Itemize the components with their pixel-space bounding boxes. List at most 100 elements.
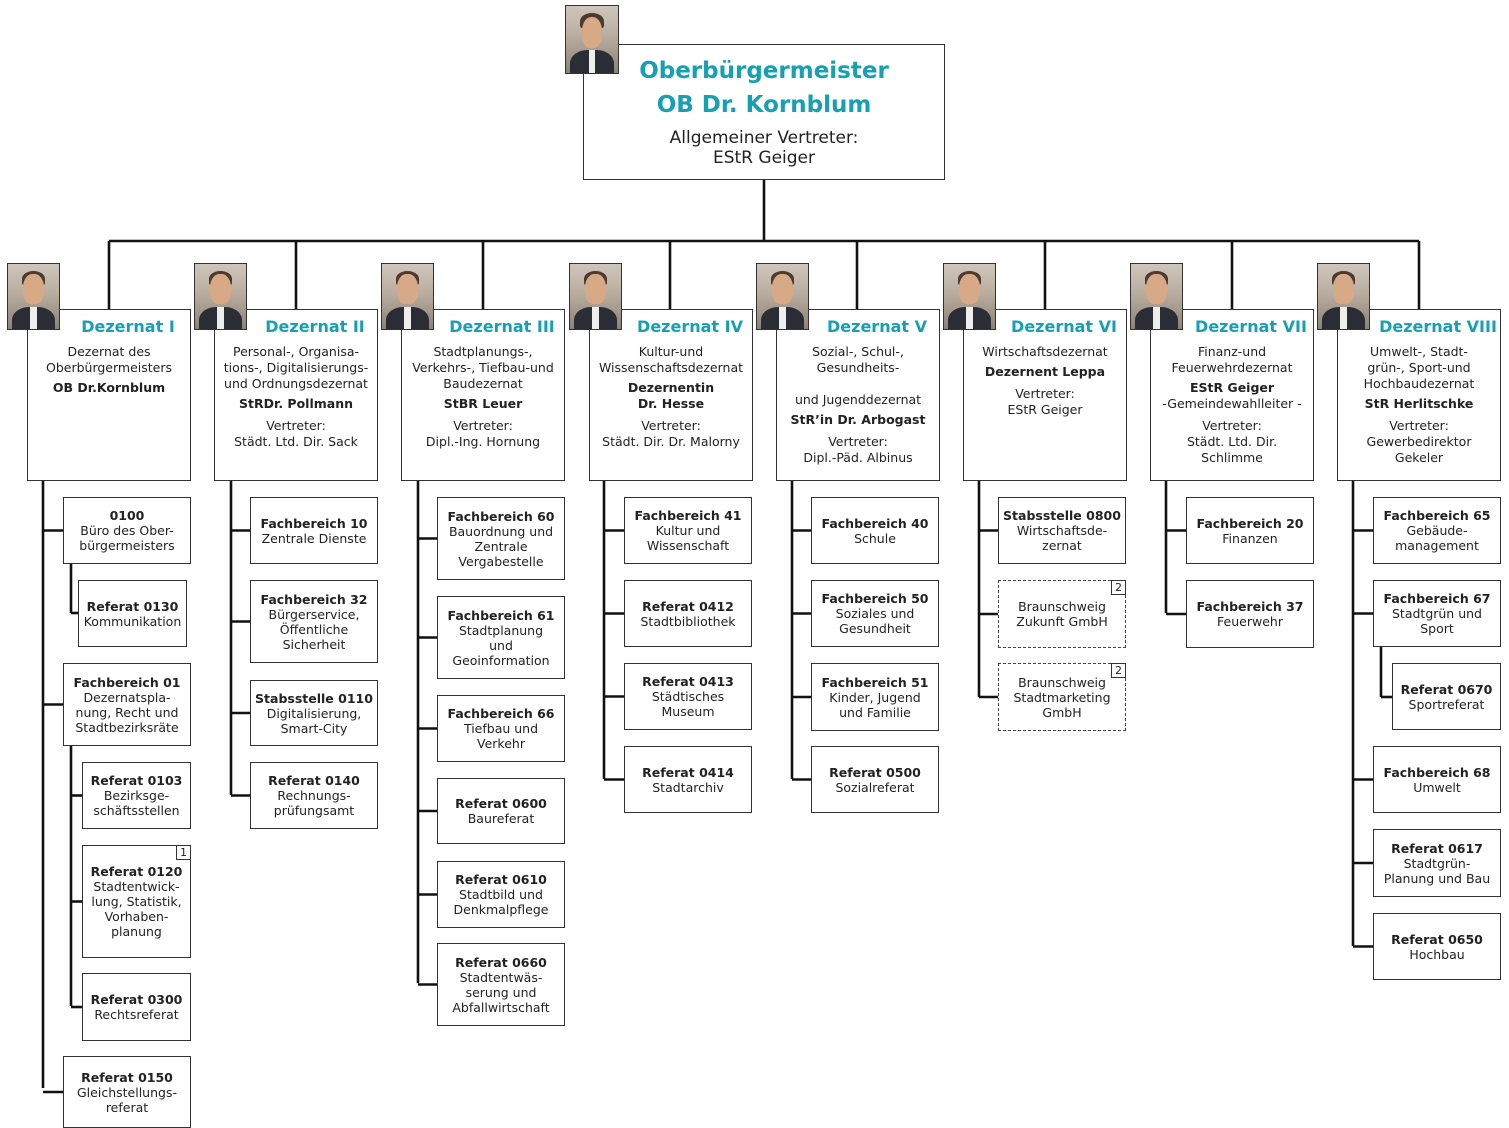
dezernat-deputy: Vertreter: EStR Geiger	[1007, 386, 1083, 417]
dezernat-body: Umwelt-, Stadt- grün-, Sport-und Hochbau…	[1341, 344, 1497, 466]
unit-description: Hochbau	[1409, 946, 1465, 962]
portrait-shirt	[404, 306, 411, 329]
unit-title: Fachbereich 60	[447, 508, 555, 524]
unit-title: Referat 0120	[90, 864, 183, 879]
dezernat-title: Dezernat VIII	[1379, 317, 1497, 336]
unit-title: Referat 0670	[1400, 681, 1493, 697]
mayor-name: OB Dr. Kornblum	[656, 92, 872, 118]
unit-description: Kinder, Jugend und Familie	[829, 689, 921, 720]
unit-title: Fachbereich 66	[447, 706, 555, 721]
unit-description: Gleichstellungs- referat	[77, 1084, 177, 1115]
footnote-badge: 2	[1111, 663, 1126, 678]
unit-description: Städtisches Museum	[651, 689, 725, 719]
dezernat-portrait-2	[194, 263, 247, 330]
dezernat-portrait-8	[1317, 263, 1370, 330]
dezernat-desc: Sozial-, Schul-, Gesundheits- und Jugend…	[794, 344, 922, 407]
unit-title: Fachbereich 41	[634, 508, 742, 523]
portrait-shirt	[217, 306, 224, 329]
footnote-badge: 2	[1111, 580, 1126, 595]
unit-title: Referat 0130	[86, 598, 179, 614]
dezernat-portrait-4	[569, 263, 622, 330]
portrait-shirt	[592, 306, 599, 329]
dezernat-extra: -Gemeindewahlleiter -	[1162, 396, 1302, 411]
portrait-shirt	[588, 50, 596, 73]
dezernat-portrait-7	[1130, 263, 1183, 330]
unit-title: Referat 0660	[455, 954, 547, 970]
unit-description: Braunschweig Zukunft GmbH	[1016, 599, 1108, 629]
portrait-head	[23, 274, 44, 305]
unit-description: Stadtbild und Denkmalpflege	[453, 887, 549, 917]
dezernat-head: StBR Leuer	[443, 396, 523, 411]
unit-description: Schule	[854, 530, 896, 546]
unit-title: Referat 0610	[455, 872, 547, 887]
portrait-head	[1146, 274, 1167, 305]
unit-description: Stadtarchiv	[652, 779, 724, 795]
dezernat-deputy: Vertreter: Städt. Ltd. Dir. Schlimme	[1186, 418, 1278, 465]
unit-title: Referat 0650	[1391, 931, 1483, 947]
unit-description: Feuerwehr	[1217, 614, 1283, 629]
dezernat-deputy: Vertreter: Städt. Ltd. Dir. Sack	[234, 418, 358, 449]
portrait-head	[581, 16, 603, 48]
dezernat-portrait-6	[943, 263, 996, 330]
dezernat-title: Dezernat VII	[1195, 317, 1307, 336]
unit-title: Referat 0300	[90, 992, 183, 1007]
mayor-portrait	[565, 5, 619, 74]
dezernat-deputy: Vertreter: Städt. Dir. Dr. Malorny	[602, 418, 740, 449]
unit-description: Sozialreferat	[835, 779, 915, 795]
dezernat-head: StR Herlitschke	[1364, 396, 1474, 411]
dezernat-title: Dezernat IV	[637, 317, 743, 336]
dezernat-box-7: Dezernat VII Finanz-und Feuerwehrdezernat…	[1150, 309, 1314, 481]
unit-description: Stadtgrün und Sport	[1391, 606, 1482, 636]
mayor-box: Oberbürgermeister OB Dr. Kornblum Allgem…	[583, 44, 945, 180]
dezernat-body: Personal-, Organisa- tions-, Digitalisie…	[218, 344, 374, 450]
dezernat-box-8: Dezernat VIII Umwelt-, Stadt- grün-, Spor…	[1337, 309, 1501, 481]
unit-title: Referat 0500	[829, 764, 921, 780]
dezernat-head: Dezernent Leppa	[984, 364, 1106, 379]
unit-description: Soziales und Gesundheit	[835, 606, 915, 636]
unit-description: Stadtentwick- lung, Statistik, Vorhaben-…	[91, 879, 182, 939]
unit-title: Fachbereich 20	[1196, 515, 1304, 531]
unit-title: 0100	[109, 508, 145, 523]
unit-title: Referat 0617	[1391, 840, 1483, 856]
unit-title: Fachbereich 65	[1383, 508, 1491, 523]
portrait-shirt	[1340, 306, 1347, 329]
dezernat-head: StRDr. Pollmann	[238, 396, 354, 411]
portrait-head	[585, 274, 606, 305]
unit-title: Referat 0140	[268, 773, 360, 788]
footnote-badge: 1	[176, 845, 191, 860]
unit-title: Fachbereich 51	[821, 674, 929, 690]
dezernat-desc: Wirtschaftsdezernat	[982, 344, 1108, 359]
unit-description: Sportreferat	[1408, 696, 1485, 712]
unit-description: Stadtbibliothek	[640, 613, 736, 629]
dezernat-portrait-3	[381, 263, 434, 330]
unit-description: Bürgerservice, Öffentliche Sicherheit	[268, 606, 360, 652]
mayor-title: Oberbürgermeister	[639, 58, 889, 84]
unit-title: Fachbereich 10	[260, 515, 368, 531]
dezernat-deputy: Vertreter: Dipl.-Päd. Albinus	[803, 434, 913, 465]
unit-description: Büro des Ober- bürgermeisters	[79, 523, 175, 553]
